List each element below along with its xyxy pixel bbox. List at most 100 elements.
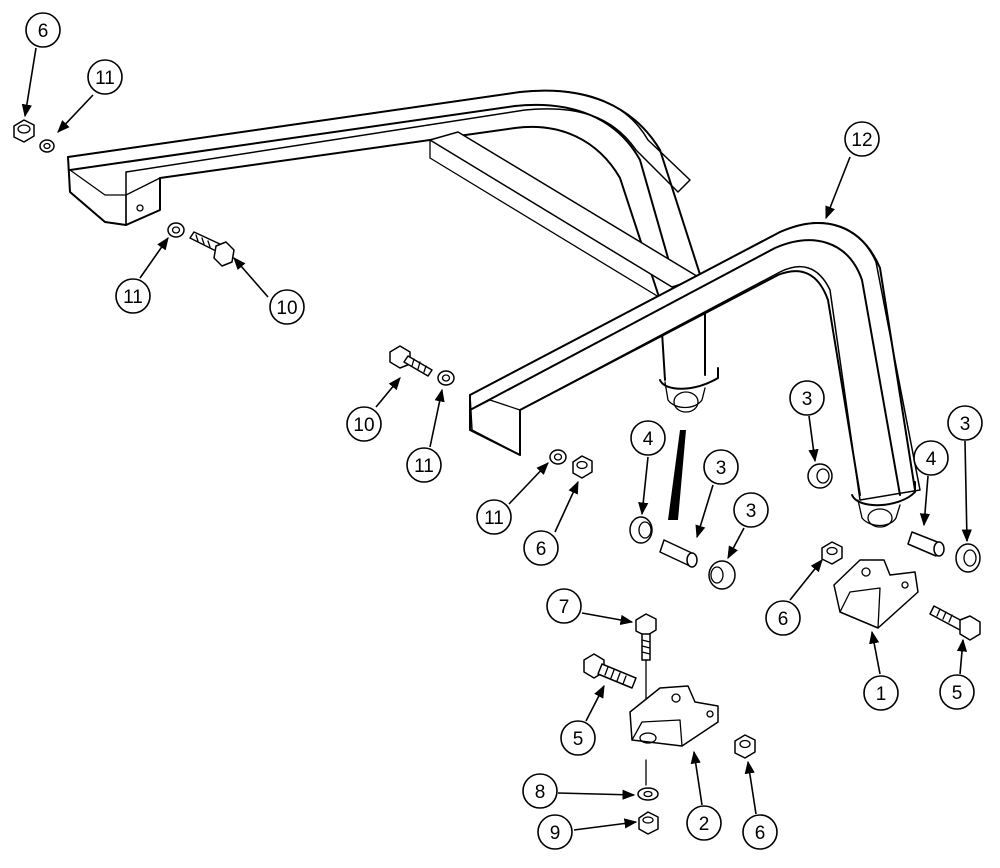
- callout-number: 11: [484, 508, 504, 529]
- nut-bottom: [638, 811, 659, 835]
- callout-circle: [346, 406, 382, 442]
- callout-leader: [508, 462, 549, 505]
- callout-23: 8: [522, 773, 636, 809]
- callout-circle: [25, 12, 61, 48]
- callout-circle: [115, 278, 151, 314]
- bracket-lower: [629, 685, 719, 747]
- callout-5: 10: [346, 377, 401, 442]
- callout-number: 10: [353, 415, 374, 436]
- callout-leader: [690, 750, 703, 806]
- callout-13: 3: [727, 492, 769, 560]
- callout-leader: [789, 559, 823, 601]
- callout-circle: [269, 289, 305, 325]
- washer-top-left: [39, 139, 55, 153]
- callout-circle: [765, 600, 801, 636]
- bolt-lower-left: [583, 653, 637, 689]
- callout-leader: [961, 440, 972, 543]
- bolt-middle: [389, 345, 433, 377]
- nut-lower: [734, 734, 756, 759]
- callout-leader: [956, 638, 968, 675]
- callout-leader: [573, 818, 638, 831]
- callout-circle: [742, 814, 778, 850]
- callout-number: 3: [716, 458, 727, 479]
- callout-number: 4: [926, 449, 937, 470]
- callout-10: 3: [789, 380, 825, 463]
- roll-frame: [67, 89, 921, 528]
- bolt-right: [929, 605, 981, 641]
- bolt-left: [189, 231, 235, 267]
- callout-number: 4: [643, 429, 654, 450]
- washer-lower: [637, 787, 659, 801]
- callout-number: 11: [95, 68, 115, 89]
- callout-12: 3: [695, 449, 739, 539]
- callout-18: 5: [939, 638, 975, 710]
- callout-circle: [844, 121, 880, 157]
- callout-number: 6: [536, 539, 547, 560]
- sleeve-right: [907, 531, 945, 557]
- nut-top-left: [13, 119, 35, 143]
- callout-21: 2: [686, 750, 722, 841]
- bushing-left-a: [629, 516, 653, 544]
- callout-number: 5: [952, 683, 963, 704]
- callout-circle: [560, 720, 596, 756]
- callout-circle: [537, 814, 573, 850]
- callout-circle: [522, 773, 558, 809]
- callout-4: 10: [233, 257, 305, 325]
- bolt-vertical: [635, 613, 657, 661]
- callout-1: 6: [21, 12, 61, 118]
- callout-19: 7: [546, 588, 634, 625]
- callout-leader: [581, 612, 634, 625]
- callout-leader: [375, 377, 401, 408]
- callout-leader: [554, 480, 579, 533]
- callout-circle: [913, 440, 949, 476]
- callout-number: 3: [746, 501, 757, 522]
- callout-number: 1: [876, 684, 887, 705]
- callout-circle: [947, 405, 983, 441]
- callout-leader: [727, 527, 745, 560]
- callout-number: 6: [755, 823, 766, 844]
- callout-2: 11: [57, 59, 123, 133]
- callout-number: 11: [414, 456, 434, 477]
- callout-15: 3: [947, 405, 983, 543]
- rear-frame-arm: [67, 89, 719, 413]
- callout-leader: [695, 484, 714, 539]
- callout-circle: [476, 499, 512, 535]
- callout-leader: [233, 257, 269, 298]
- callout-circle: [863, 675, 899, 711]
- callout-circle: [733, 492, 769, 528]
- callout-circle: [523, 530, 559, 566]
- callout-circle: [87, 59, 123, 95]
- callout-number: 12: [851, 130, 872, 151]
- callout-circle: [789, 380, 825, 416]
- nut-center: [572, 455, 593, 479]
- callout-circle: [939, 674, 975, 710]
- callout-circle: [546, 588, 582, 624]
- sleeve-left: [659, 539, 698, 568]
- front-frame-arm: [469, 222, 921, 528]
- callout-number: 7: [559, 597, 570, 618]
- callout-circle: [703, 449, 739, 485]
- callout-9: 12: [825, 121, 880, 220]
- callout-number: 2: [699, 814, 710, 835]
- washer-middle: [437, 370, 455, 386]
- callout-number: 9: [550, 823, 561, 844]
- callout-number: 10: [276, 298, 297, 319]
- callout-17: 1: [863, 630, 899, 711]
- bracket-right: [833, 559, 919, 629]
- pivot-indicator: [668, 430, 686, 520]
- callout-leader: [869, 630, 881, 675]
- callout-8: 6: [523, 480, 579, 566]
- callout-22: 6: [742, 760, 778, 850]
- washer-center: [549, 449, 567, 465]
- callout-7: 11: [476, 462, 549, 535]
- callout-circle: [686, 805, 722, 841]
- callout-number: 6: [778, 609, 789, 630]
- callout-leader: [21, 47, 37, 118]
- callout-leader: [139, 236, 169, 279]
- callout-3: 11: [115, 236, 169, 314]
- callout-number: 11: [123, 287, 143, 308]
- callout-leader: [808, 415, 819, 463]
- callout-leader: [429, 388, 445, 448]
